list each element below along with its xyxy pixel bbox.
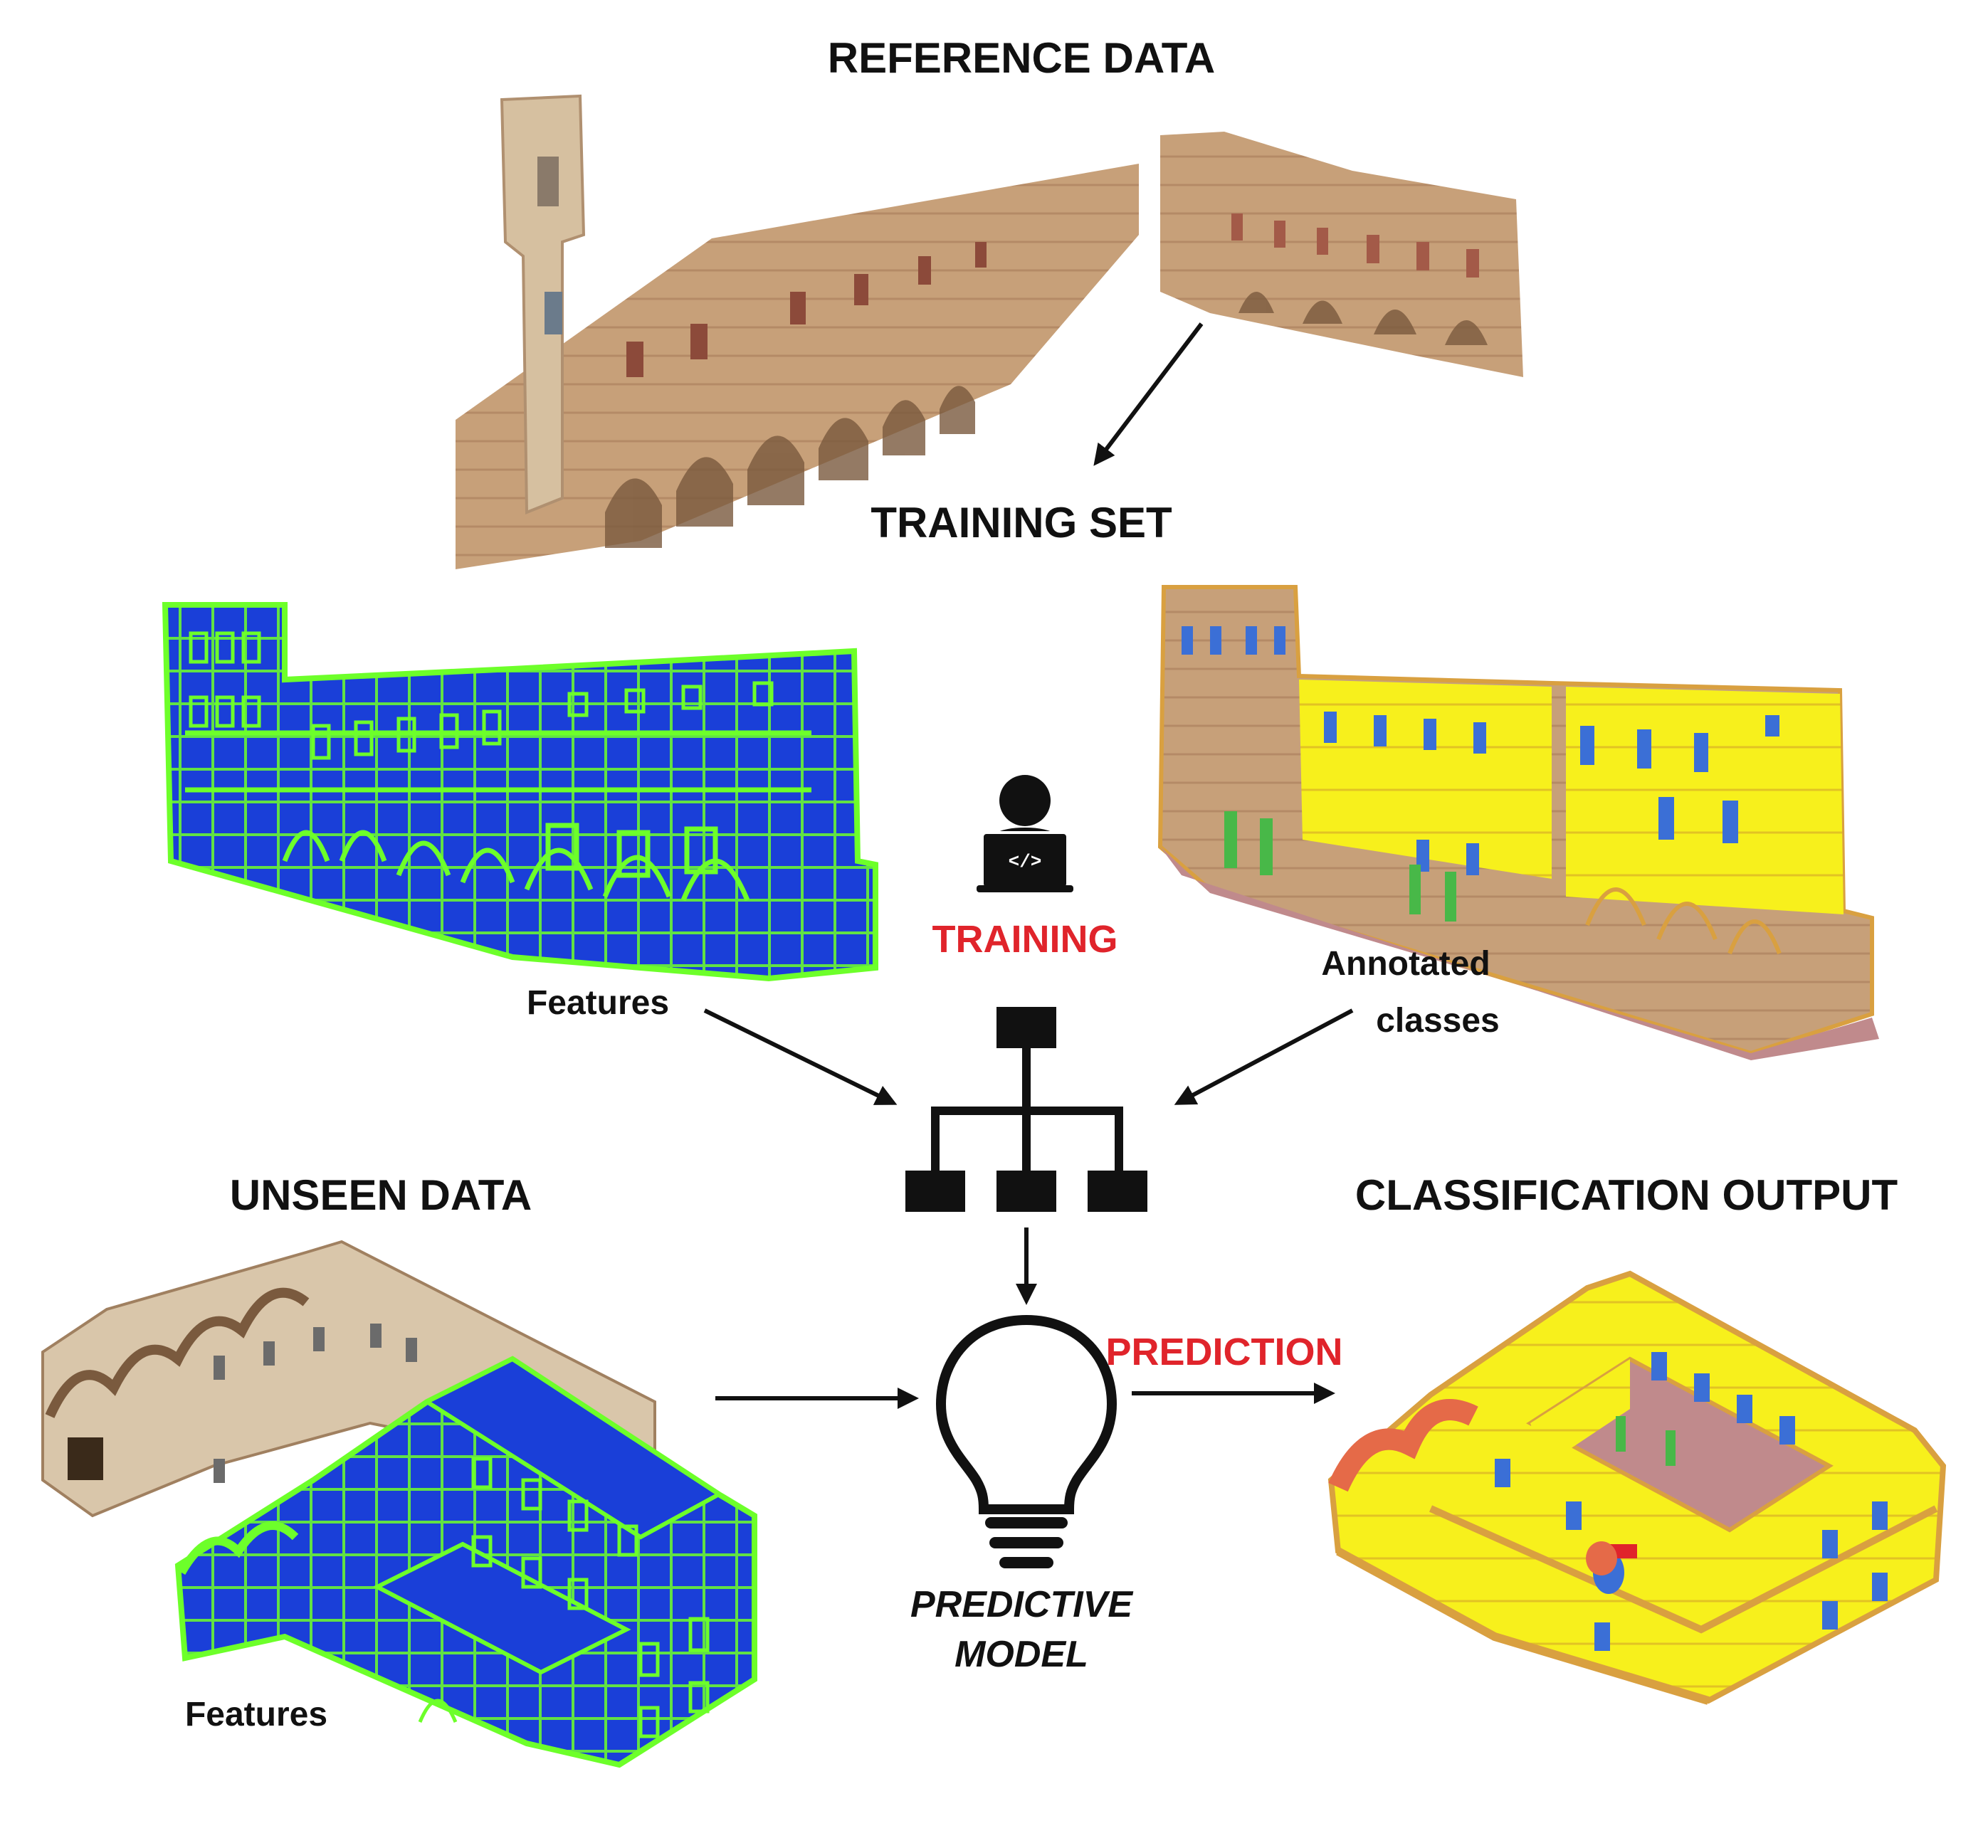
arrow-features-to-model xyxy=(703,1008,898,1105)
lightbulb-icon xyxy=(935,1314,1117,1568)
svg-text:</>: </> xyxy=(1009,851,1042,872)
arrow-annotated-to-model xyxy=(1174,1008,1354,1105)
label-prediction: PREDICTION xyxy=(1105,1331,1342,1373)
label-annotated-line2: classes xyxy=(1376,1002,1500,1040)
reference-street-point-cloud xyxy=(456,94,1523,569)
label-predictive-line1: PREDICTIVE xyxy=(910,1584,1133,1625)
heading-classification-output: CLASSIFICATION OUTPUT xyxy=(1355,1171,1898,1219)
label-annotated-line1: Annotated xyxy=(1321,945,1490,983)
heading-unseen-data: UNSEEN DATA xyxy=(230,1171,532,1219)
arrow-reference-to-training xyxy=(1093,322,1204,466)
label-features-bottom: Features xyxy=(185,1696,327,1733)
label-features-top: Features xyxy=(527,984,669,1022)
heading-reference-data: REFERENCE DATA xyxy=(828,34,1215,82)
training-annotated-point-cloud xyxy=(1157,585,1879,1060)
unseen-data-point-cloud xyxy=(41,1240,757,1768)
hierarchy-tree-icon xyxy=(905,1007,1147,1212)
label-training: TRAINING xyxy=(932,918,1118,961)
label-predictive-line2: MODEL xyxy=(954,1634,1088,1675)
training-features-point-cloud xyxy=(162,602,878,982)
classification-output-point-cloud xyxy=(1327,1270,1947,1705)
user-laptop-code-icon: </> xyxy=(977,775,1073,892)
heading-training-set: TRAINING SET xyxy=(871,499,1172,547)
